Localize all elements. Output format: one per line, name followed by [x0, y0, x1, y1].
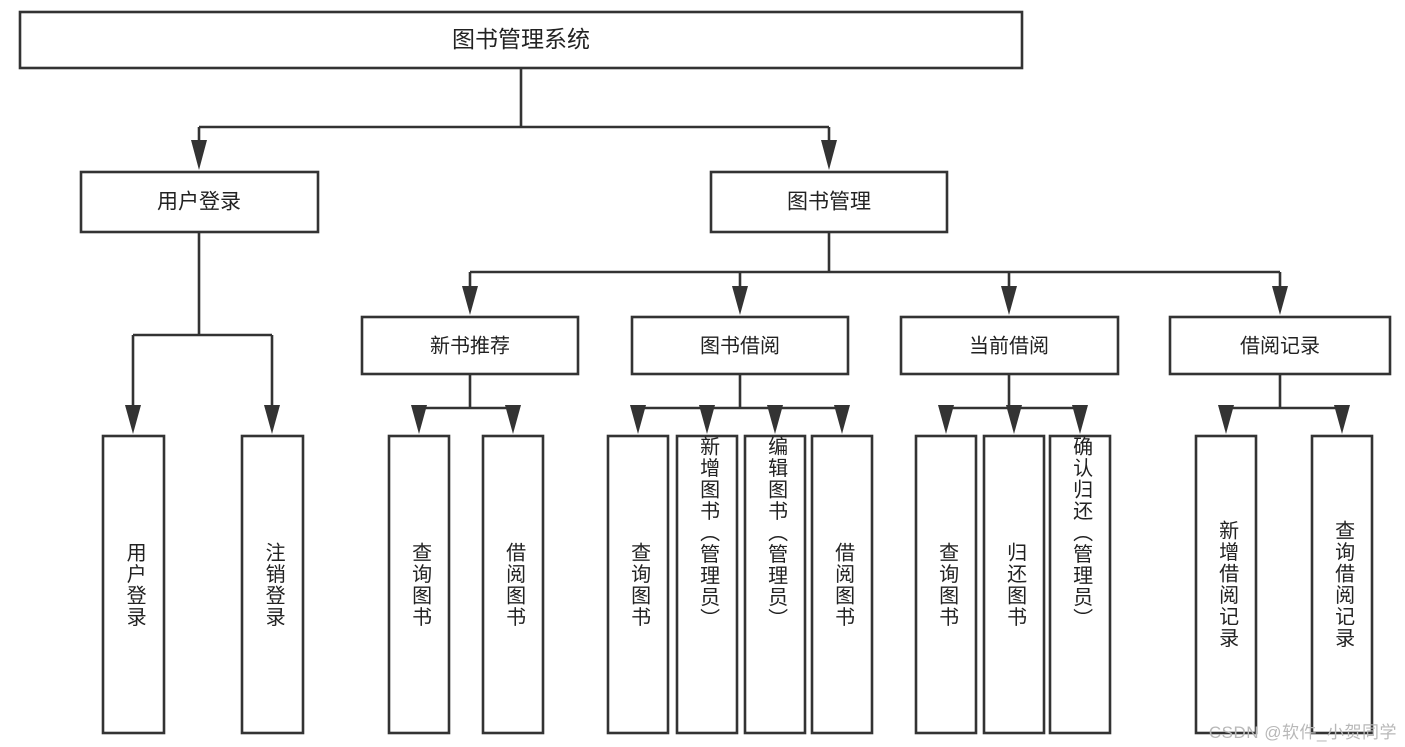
- arrow-head-icon: [1006, 405, 1022, 434]
- node-label-root: 图书管理系统: [452, 26, 590, 52]
- node-box-current-borrow[interactable]: [899, 315, 1120, 376]
- node-box-new-book-recommend[interactable]: [360, 315, 580, 376]
- arrow-head-icon: [630, 405, 646, 434]
- connector-newbook-to-leaves: [411, 374, 521, 434]
- node-level1-book-management[interactable]: 图书管理: [709, 170, 949, 234]
- connector-bookmgmt-to-level2: [462, 232, 1288, 315]
- leaf-box-logout[interactable]: [240, 434, 305, 735]
- node-level2-book-borrow[interactable]: 图书借阅: [630, 315, 850, 376]
- arrow-head-icon: [1272, 286, 1288, 315]
- leaf-box-borrow-book[interactable]: [810, 434, 874, 735]
- node-box-user-login[interactable]: [79, 170, 320, 234]
- csdn-watermark: CSDN @软件_小贺同学: [1208, 723, 1397, 742]
- node-level2-new-book-recommend[interactable]: 新书推荐: [360, 315, 580, 376]
- leaf-box-user-login[interactable]: [101, 434, 166, 735]
- connector-bookborrow-to-leaves: [630, 374, 850, 434]
- leaf-box-query-borrow-record[interactable]: [1310, 434, 1374, 735]
- leaf-box-query-book-recommend[interactable]: [387, 434, 451, 735]
- node-label-book-borrow: 图书借阅: [700, 334, 780, 357]
- node-root-system[interactable]: 图书管理系统: [18, 10, 1024, 70]
- node-label-user-login: 用户登录: [157, 191, 241, 214]
- arrow-head-icon: [1218, 405, 1234, 434]
- leaf-box-add-borrow-record[interactable]: [1194, 434, 1258, 735]
- node-label-book-management: 图书管理: [787, 191, 871, 214]
- arrow-head-icon: [1001, 286, 1017, 315]
- arrow-head-icon: [264, 405, 280, 434]
- arrow-head-icon: [1334, 405, 1350, 434]
- arrow-head-icon: [834, 405, 850, 434]
- arrow-head-icon: [411, 405, 427, 434]
- arrow-head-icon: [505, 405, 521, 434]
- leaf-box-add-book-admin[interactable]: [675, 434, 739, 735]
- leaf-box-return-book[interactable]: [982, 434, 1046, 735]
- node-label-new-book-recommend: 新书推荐: [430, 334, 510, 357]
- leaf-box-query-book-borrow[interactable]: [606, 434, 670, 735]
- arrow-head-icon: [1072, 405, 1088, 434]
- arrow-head-icon: [699, 405, 715, 434]
- arrow-head-icon: [821, 140, 837, 170]
- leaf-box-borrow-book-recommend[interactable]: [481, 434, 545, 735]
- leaf-box-query-book-current[interactable]: [914, 434, 978, 735]
- arrow-head-icon: [191, 140, 207, 170]
- node-level2-current-borrow[interactable]: 当前借阅: [899, 315, 1120, 376]
- node-label-current-borrow: 当前借阅: [969, 334, 1049, 357]
- connector-userlogin-to-leaves: [125, 232, 280, 434]
- arrow-head-icon: [125, 405, 141, 434]
- connector-borrowrecords-to-leaves: [1218, 374, 1350, 434]
- node-label-borrow-records: 借阅记录: [1240, 334, 1320, 357]
- connector-root-to-level1: [191, 68, 837, 170]
- arrow-head-icon: [732, 286, 748, 315]
- arrow-head-icon: [938, 405, 954, 434]
- leaf-boxes-group: [101, 434, 1374, 735]
- connector-currentborrow-to-leaves: [938, 374, 1088, 434]
- arrow-head-icon: [767, 405, 783, 434]
- node-level1-user-login[interactable]: 用户登录: [79, 170, 320, 234]
- node-level2-borrow-records[interactable]: 借阅记录: [1168, 315, 1392, 376]
- node-box-root[interactable]: [18, 10, 1024, 70]
- leaf-box-edit-book-admin[interactable]: [743, 434, 807, 735]
- leaf-box-confirm-return-admin[interactable]: [1048, 434, 1112, 735]
- arrow-head-icon: [462, 286, 478, 315]
